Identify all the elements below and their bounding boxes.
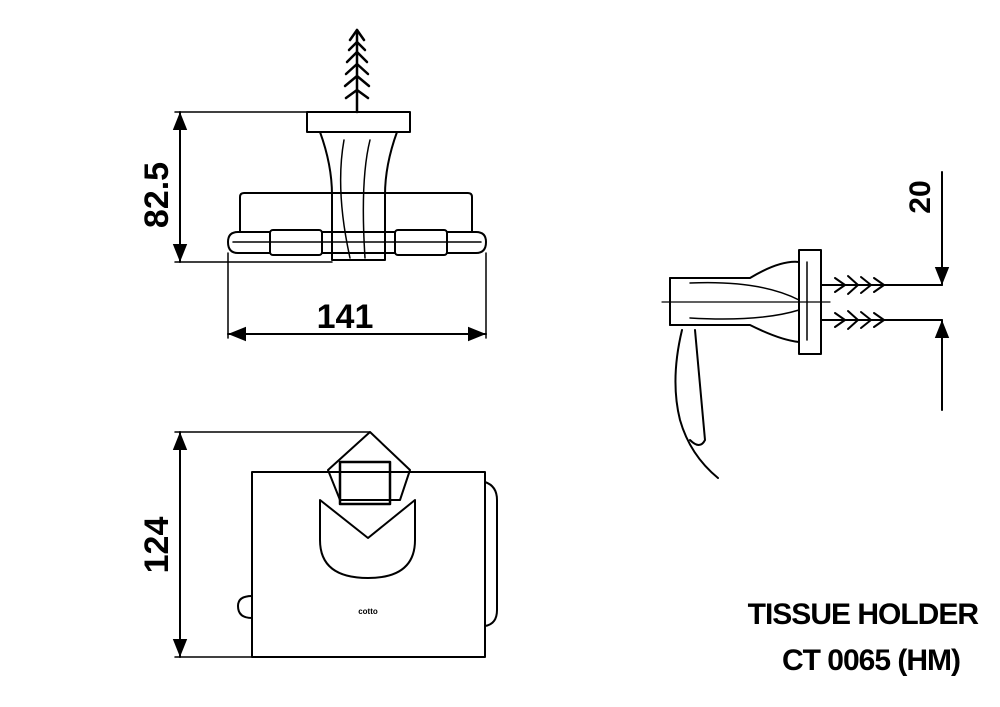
dim-label-141: 141 bbox=[317, 298, 374, 336]
product-code: CT 0065 (HM) bbox=[781, 644, 961, 677]
dim-label-124: 124 bbox=[138, 517, 176, 574]
neck bbox=[319, 131, 398, 261]
anchor-screw-icon bbox=[343, 28, 371, 114]
side-arm bbox=[669, 260, 800, 343]
side-screw-icon bbox=[820, 275, 943, 330]
side-view: 20 bbox=[661, 171, 950, 479]
top-view: 82.5 141 bbox=[138, 28, 487, 342]
roller-bar bbox=[227, 231, 487, 254]
product-title: TISSUE HOLDER bbox=[747, 598, 979, 631]
front-view: cotto 124 bbox=[138, 431, 498, 658]
cover-body bbox=[251, 471, 486, 658]
logo: cotto bbox=[358, 607, 378, 616]
cover-outline bbox=[239, 192, 473, 233]
wall-plate bbox=[306, 111, 411, 133]
dim-label-82-5: 82.5 bbox=[138, 162, 176, 228]
dim-label-20: 20 bbox=[904, 180, 937, 213]
side-flap bbox=[674, 329, 719, 479]
shield-flap bbox=[319, 499, 416, 579]
bracket bbox=[327, 431, 411, 501]
